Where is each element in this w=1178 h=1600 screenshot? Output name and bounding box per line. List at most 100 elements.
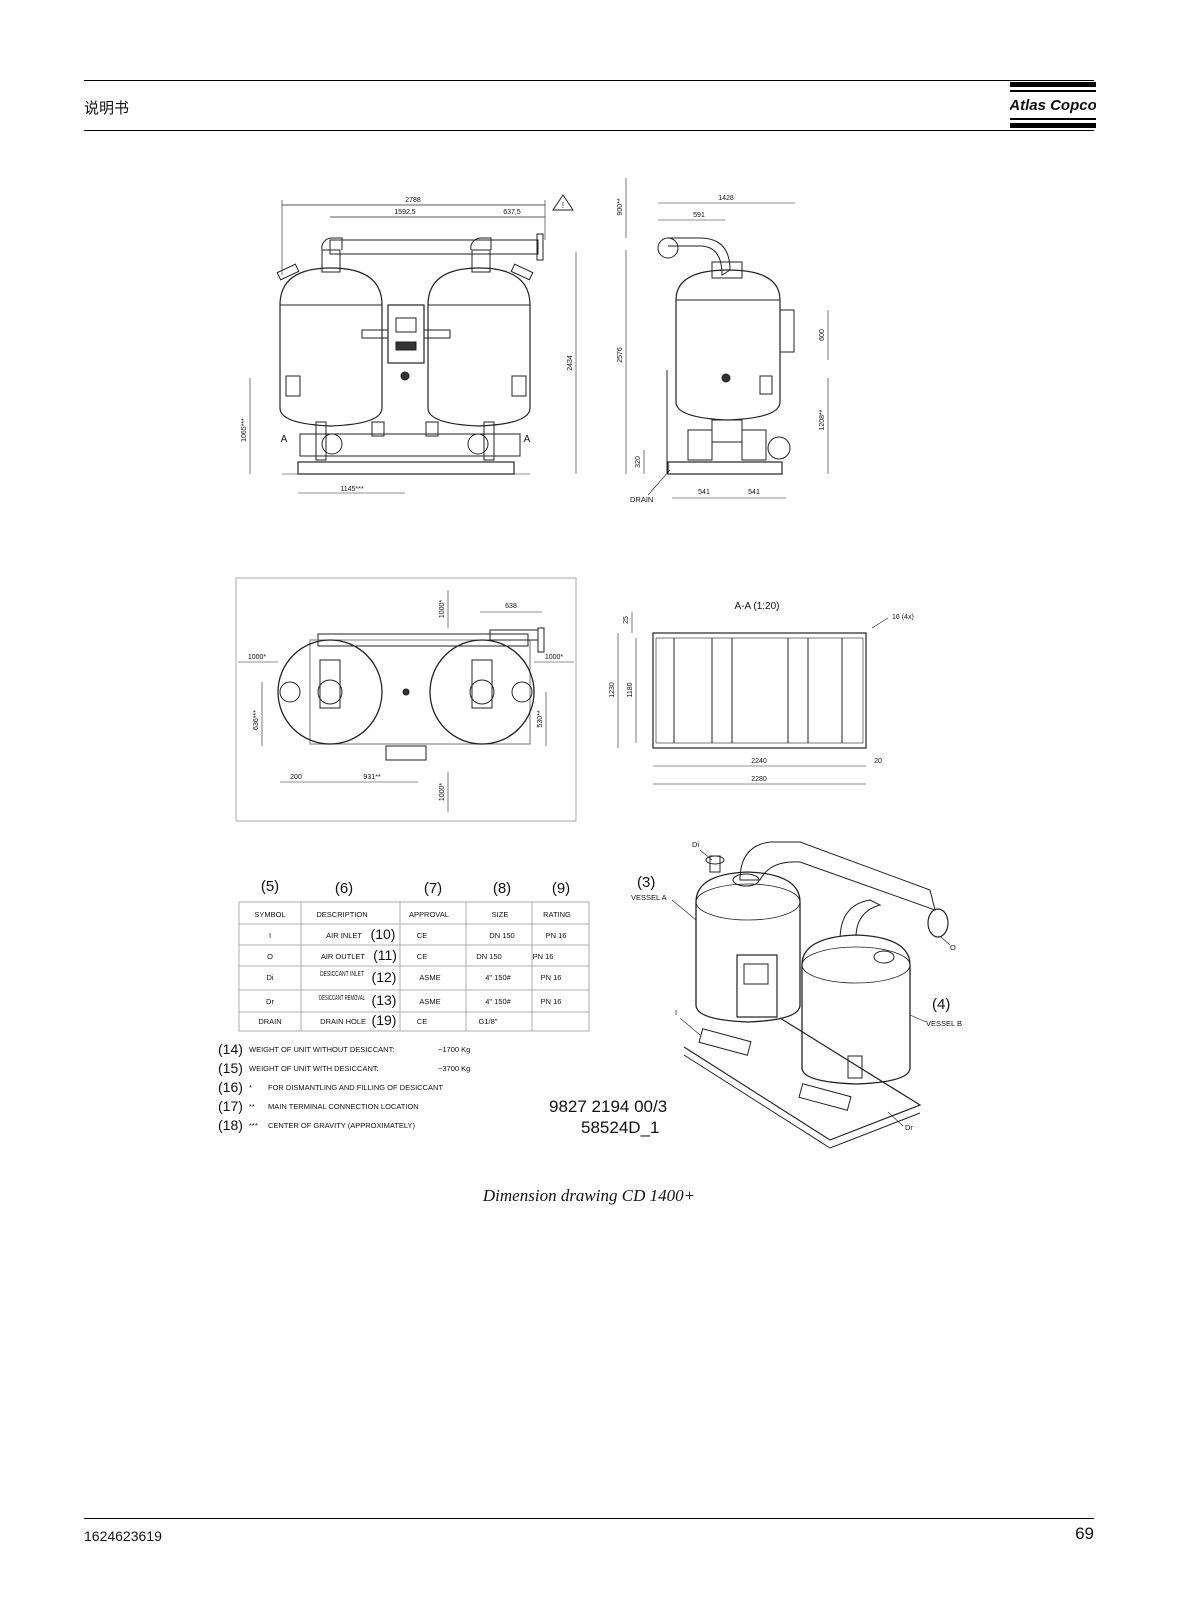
- dim-text: 1180: [627, 682, 634, 697]
- note-text: FOR DISMANTLING AND FILLING OF DESICCANT: [268, 1083, 443, 1092]
- dim-text: 638: [505, 603, 517, 610]
- dim-text: 20: [874, 758, 882, 765]
- atlas-copco-logo: Atlas Copco: [1010, 82, 1096, 128]
- table-header: RATING: [543, 910, 571, 919]
- table-cell: AIR OUTLET: [321, 952, 366, 961]
- table-cell: CE: [417, 1017, 427, 1026]
- dim-text: 900**: [617, 198, 624, 215]
- iso-label-i: I: [675, 1008, 677, 1017]
- warning-mark: !: [562, 201, 564, 210]
- table-col-number: (8): [493, 880, 511, 897]
- iso-label-o: O: [950, 943, 956, 952]
- table-ref: (12): [372, 969, 397, 985]
- note-mark: **: [249, 1102, 255, 1111]
- dim-text: 2788: [405, 197, 421, 204]
- note-text: WEIGHT OF UNIT WITH DESICCANT:: [249, 1064, 379, 1073]
- table-cell: AIR INLET: [326, 931, 362, 940]
- dim-text: 2434: [567, 355, 574, 371]
- table-cell: DN 150: [476, 952, 501, 961]
- table-cell: 4" 150#: [485, 997, 511, 1006]
- connections-table: (5) (6) (7) (8) (9) SYMBOL DESCRIPTION A…: [238, 878, 590, 1032]
- table-ref: (10): [371, 926, 396, 942]
- table-cell: Di: [266, 973, 273, 982]
- note-value: ~1700 Kg: [438, 1045, 470, 1054]
- dim-text: 16 (4x): [892, 614, 914, 621]
- drawing-revision: 58524D_1: [581, 1118, 659, 1137]
- dim-text: 1000*: [248, 654, 267, 661]
- header-rule-bottom: [84, 130, 1094, 131]
- dim-text: 1145***: [340, 486, 364, 493]
- table-cell: DESICCANT REMOVAL: [319, 995, 365, 1002]
- drain-label: DRAIN: [630, 495, 653, 504]
- table-cell: 4" 150#: [485, 973, 511, 982]
- iso-label-di: Di: [692, 840, 699, 849]
- table-cell: DESICCANT INLET: [320, 971, 365, 978]
- note-number: (17): [218, 1098, 243, 1114]
- table-header: DESCRIPTION: [316, 910, 367, 919]
- dim-text: 1428: [718, 195, 734, 202]
- dim-text: 636***: [253, 710, 260, 730]
- note-number: (16): [218, 1079, 243, 1095]
- isometric-view: Di (3) VESSEL A O (4) VESSEL B I Dr: [631, 840, 962, 1149]
- page-number: 69: [1075, 1524, 1094, 1543]
- table-ref: (19): [372, 1012, 397, 1028]
- side-view: 1428 591 900** 600 1208** 2576 320 541 5…: [617, 178, 829, 504]
- table-cell: PN 16: [546, 931, 567, 940]
- dim-text: 2576: [617, 347, 624, 363]
- figure-caption: Dimension drawing CD 1400+: [482, 1186, 696, 1205]
- table-cell: CE: [417, 952, 427, 961]
- iso-label-vessel-b-num: (4): [932, 996, 950, 1013]
- notes-block: (14) WEIGHT OF UNIT WITHOUT DESICCANT: ~…: [218, 1041, 470, 1133]
- dim-text: 541: [698, 489, 710, 496]
- table-header: SYMBOL: [254, 910, 285, 919]
- top-view: 1000* 638 1000* 1000* 636*** 530** 200 9…: [235, 577, 577, 822]
- table-cell: ASME: [419, 997, 440, 1006]
- dim-text: 1208**: [819, 409, 826, 430]
- note-number: (14): [218, 1041, 243, 1057]
- table-cell: O: [267, 952, 273, 961]
- iso-label-vessel-b: VESSEL B: [926, 1019, 962, 1028]
- document-title: 说明书: [84, 100, 130, 117]
- section-title: A-A (1:20): [734, 601, 779, 612]
- iso-label-vessel-a: VESSEL A: [631, 893, 667, 902]
- table-cell: DRAIN: [258, 1017, 281, 1026]
- note-number: (15): [218, 1060, 243, 1076]
- table-cell: PN 16: [541, 997, 562, 1006]
- dim-text: 530**: [537, 710, 544, 727]
- table-cell: CE: [417, 931, 427, 940]
- dim-text: 2280: [751, 776, 767, 783]
- table-cell: PN 16: [533, 952, 554, 961]
- dim-text: 1000*: [545, 654, 564, 661]
- dim-text: 1230: [609, 682, 616, 698]
- table-col-number: (5): [261, 878, 279, 895]
- footer-rule: [84, 1518, 1094, 1519]
- table-ref: (11): [373, 947, 397, 963]
- iso-label-vessel-a-num: (3): [637, 874, 655, 891]
- table-cell: DRAIN HOLE: [320, 1017, 366, 1026]
- drawing-number: 9827 2194 00/3: [549, 1097, 667, 1116]
- table-cell: ASME: [419, 973, 440, 982]
- section-marker: A: [524, 434, 531, 445]
- dim-text: 200: [290, 774, 302, 781]
- iso-label-dr: Dr: [905, 1123, 913, 1132]
- dim-text: 1000*: [439, 600, 446, 619]
- dim-text: 320: [635, 456, 642, 468]
- dim-text: 1065***: [241, 418, 248, 442]
- document-number: 1624623619: [84, 1528, 162, 1544]
- note-text: CENTER OF GRAVITY (APPROXIMATELY): [268, 1121, 415, 1130]
- table-header: APPROVAL: [409, 910, 449, 919]
- dim-text: 931**: [363, 774, 380, 781]
- dim-text: 1592,5: [394, 209, 416, 216]
- table-cell: Dr: [266, 997, 274, 1006]
- note-text: WEIGHT OF UNIT WITHOUT DESICCANT:: [249, 1045, 394, 1054]
- front-view: 2788 1592,5 637,5 !: [241, 194, 577, 494]
- table-cell: G1/8": [479, 1017, 498, 1026]
- dim-text: 600: [819, 329, 826, 341]
- table-ref: (13): [372, 992, 397, 1008]
- dimension-drawing: 2788 1592,5 637,5 !: [218, 178, 962, 1149]
- note-value: ~3700 Kg: [438, 1064, 470, 1073]
- dim-text: 591: [693, 212, 705, 219]
- section-view: A-A (1:20) 16 (4x) 25 1230 1180 2240 228…: [609, 601, 914, 785]
- dim-text: 1000*: [439, 783, 446, 802]
- dim-text: 25: [623, 616, 630, 624]
